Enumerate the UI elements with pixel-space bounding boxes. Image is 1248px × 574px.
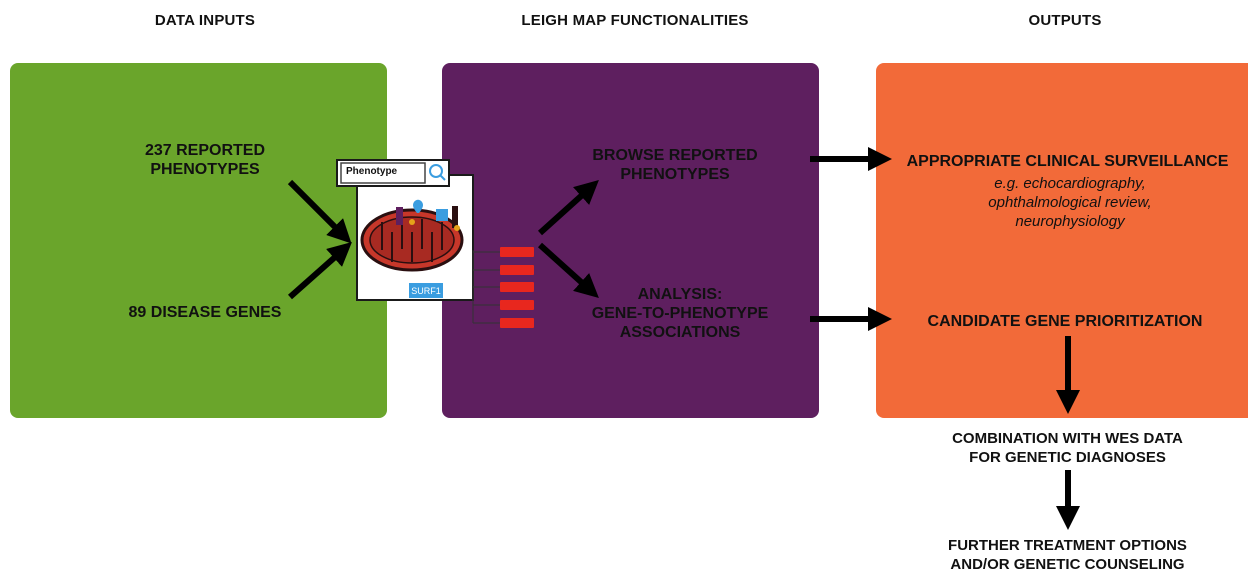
location-pin-icon — [413, 199, 423, 213]
arrow-to-browse — [537, 179, 599, 236]
mitochondrion-icon — [360, 208, 464, 272]
header-outputs: OUTPUTS — [1028, 12, 1102, 29]
browse-phenotypes-label: BROWSE REPORTED PHENOTYPES — [592, 147, 758, 183]
arrow-genes-to-map — [288, 242, 352, 300]
gene-tag-surf1: SURF1 — [411, 286, 441, 296]
arrow-phenotypes-to-map — [287, 179, 352, 244]
candidate-gene-prioritization-label: CANDIDATE GENE PRIORITIZATION — [927, 313, 1203, 330]
analysis-label: ANALYSIS: GENE-TO-PHENOTYPE ASSOCIATIONS — [591, 286, 769, 341]
further-treatment-label: FURTHER TREATMENT OPTIONS AND/OR GENETIC… — [948, 537, 1187, 573]
outputs-panel — [876, 63, 1248, 418]
surveillance-examples: e.g. echocardiography, ophthalmological … — [988, 175, 1152, 230]
clinical-surveillance-label: APPROPRIATE CLINICAL SURVEILLANCE — [906, 153, 1229, 170]
functionalities-panel — [442, 63, 819, 418]
phenotype-search-input: Phenotype — [346, 166, 398, 177]
reported-phenotypes-label: 237 REPORTED PHENOTYPES — [144, 142, 266, 178]
disease-genes-label: 89 DISEASE GENES — [128, 304, 282, 321]
data-inputs-panel — [10, 63, 387, 418]
wes-combination-label: COMBINATION WITH WES DATA FOR GENETIC DI… — [952, 430, 1183, 466]
header-data-inputs: DATA INPUTS — [154, 12, 256, 29]
header-leigh-map-functionalities: LEIGH MAP FUNCTIONALITIES — [521, 12, 749, 29]
search-icon — [429, 164, 446, 181]
leigh-map-illustration — [336, 159, 534, 328]
arrow-to-analysis — [537, 242, 599, 299]
